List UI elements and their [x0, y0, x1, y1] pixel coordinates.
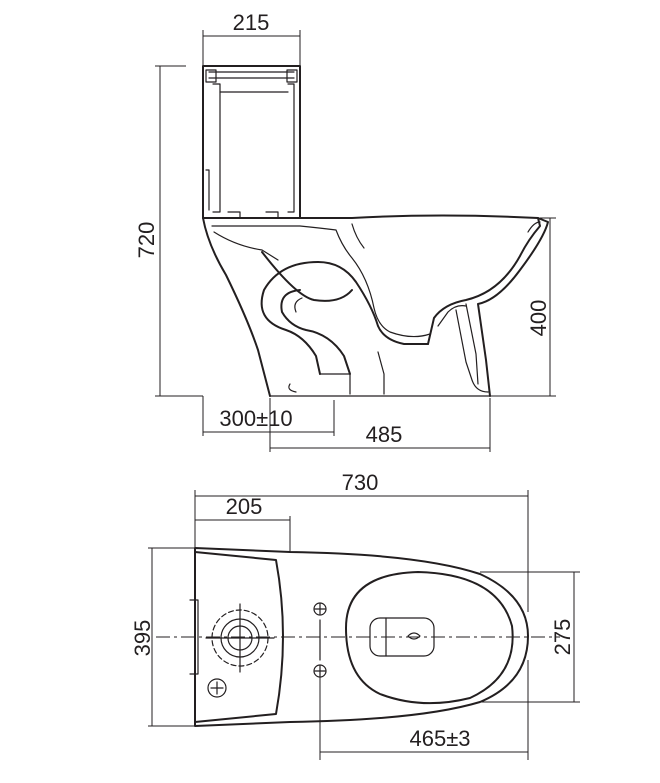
bowl-top [345, 571, 514, 705]
bowl-side [202, 214, 549, 397]
label-rough-in: 300±10 [219, 406, 292, 431]
dim-total-height: 720 [134, 65, 203, 397]
tank-side [202, 65, 301, 219]
flush-valve [205, 603, 275, 673]
seat-bolts [313, 602, 327, 678]
side-view: 215 720 400 300±10 485 [134, 10, 556, 452]
dim-rough-in: 300±10 [202, 396, 335, 436]
label-bowl-width: 275 [550, 619, 575, 656]
dim-tank-width: 205 [195, 494, 291, 552]
label-tank-depth: 215 [233, 10, 270, 35]
dim-seat-height: 400 [490, 217, 556, 397]
label-bolt-to-front: 465±3 [409, 726, 470, 751]
dim-bolt-to-front: 465±3 [319, 660, 529, 760]
dim-tank-depth: 215 [202, 10, 301, 66]
label-total-width: 395 [130, 620, 155, 657]
top-view: 730 205 395 275 465±3 [130, 470, 580, 760]
dim-base-length: 485 [269, 398, 491, 452]
label-total-height: 720 [134, 222, 159, 259]
label-seat-height: 400 [526, 300, 551, 337]
label-total-length: 730 [342, 470, 379, 495]
water-inlet [207, 678, 227, 698]
label-base-length: 485 [366, 422, 403, 447]
label-tank-width: 205 [226, 494, 263, 519]
dim-bowl-width: 275 [480, 571, 580, 703]
dim-total-length: 730 [194, 470, 529, 612]
dim-total-width: 395 [130, 547, 200, 727]
